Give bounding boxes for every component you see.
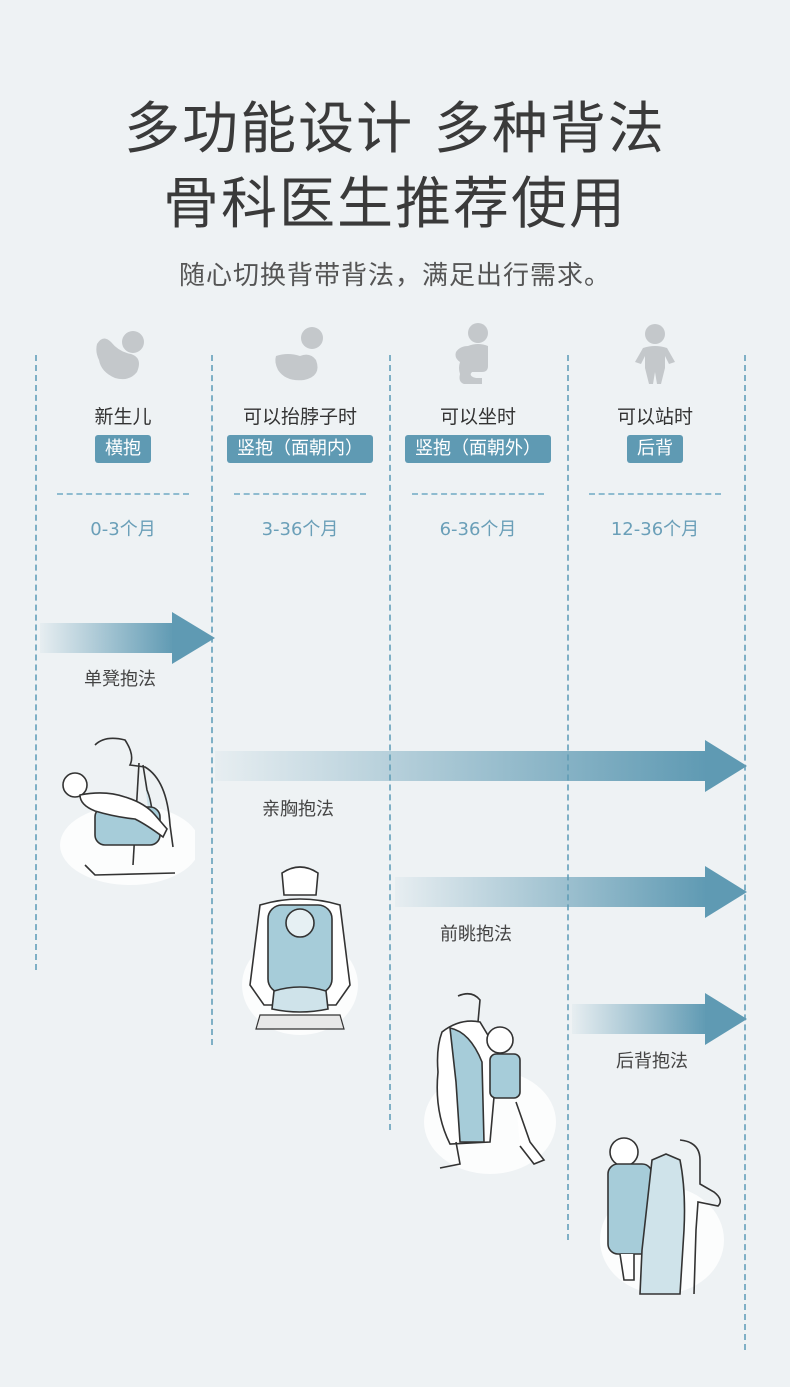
stage-label: 新生儿	[94, 406, 152, 428]
baby-lying-icon	[96, 331, 144, 380]
timeline-divider	[567, 355, 569, 1240]
timeline-divider	[35, 355, 37, 970]
stage-age: 0-3个月	[90, 519, 156, 540]
method-label: 亲胸抱法	[262, 799, 334, 820]
arrow-single-stool	[40, 612, 215, 664]
stage-badge: 后背	[627, 435, 683, 463]
timeline-divider	[211, 355, 213, 1045]
stage-badge: 横抱	[95, 435, 151, 463]
arrow-back-carry	[572, 993, 747, 1045]
stage-separator	[57, 493, 189, 495]
arrow-front-facing	[395, 866, 747, 918]
method-label: 后背抱法	[616, 1051, 688, 1072]
timeline-divider	[389, 355, 391, 1130]
stage-label: 可以抬脖子时	[242, 406, 357, 428]
title-line-1: 多功能设计 多种背法	[124, 97, 666, 162]
timeline-divider	[744, 355, 746, 1350]
stage-standing: 可以站时 后背 12-36个月	[580, 322, 730, 541]
arrow-chest-hold	[215, 740, 747, 792]
stage-label: 可以坐时	[439, 406, 516, 428]
stage-badge: 竖抱（面朝内）	[227, 435, 373, 463]
stage-label: 可以站时	[616, 406, 693, 428]
baby-sitting-icon	[455, 323, 488, 384]
stage-age: 3-36个月	[261, 519, 339, 540]
stage-separator	[412, 493, 544, 495]
stage-separator	[234, 493, 366, 495]
back-carry-illustration	[600, 1137, 724, 1295]
stage-sitting: 可以坐时 竖抱（面朝外） 6-36个月	[403, 322, 553, 541]
chest-hold-illustration	[242, 866, 358, 1035]
stage-separator	[589, 493, 721, 495]
stage-hold-neck: 可以抬脖子时 竖抱（面朝内） 3-36个月	[225, 322, 375, 541]
stage-age: 6-36个月	[439, 519, 517, 540]
front-facing-illustration	[424, 992, 556, 1174]
subtitle: 随心切换背带背法，满足出行需求。	[178, 261, 611, 291]
method-label: 前眺抱法	[440, 924, 512, 945]
child-standing-icon	[635, 324, 675, 384]
single-stool-illustration	[60, 737, 195, 885]
stage-badge: 竖抱（面朝外）	[405, 435, 551, 463]
method-label: 单凳抱法	[84, 669, 156, 690]
baby-raising-head-icon	[275, 327, 323, 381]
title-line-2: 骨科医生推荐使用	[163, 172, 627, 237]
stage-age: 12-36个月	[610, 519, 700, 540]
stage-newborn: 新生儿 横抱 0-3个月	[48, 322, 198, 541]
